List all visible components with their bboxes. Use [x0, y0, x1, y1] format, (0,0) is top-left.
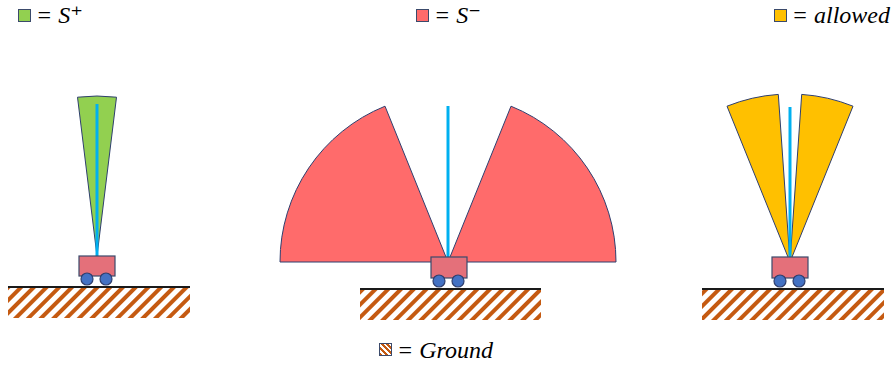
allowed-wedge [727, 94, 790, 262]
ground-line [702, 288, 884, 290]
legend-item: = S⁻ [416, 2, 481, 28]
unsafe-wedge [280, 106, 448, 262]
legend-hatch-swatch [379, 343, 392, 356]
legend-swatch [18, 9, 31, 22]
cart-wheel [81, 273, 93, 285]
cart-body [431, 257, 467, 278]
goal-wedge [78, 96, 117, 256]
cart-wheel [793, 275, 805, 287]
cart-wheel [433, 275, 445, 287]
pole [96, 104, 99, 257]
legend-text: = Ground [397, 337, 493, 363]
ground-hatch [360, 289, 541, 320]
pole [447, 106, 450, 258]
legend-text: = allowed [792, 2, 890, 28]
unsafe-wedge [448, 106, 616, 262]
legend-swatch [774, 9, 787, 22]
cart-wheel [100, 273, 112, 285]
ground-hatch [8, 287, 190, 318]
legend-swatch [416, 9, 429, 22]
legend-item: = S⁺ [18, 2, 83, 28]
allowed-wedge [790, 94, 853, 262]
legend-text: = S⁺ [36, 2, 83, 28]
legend-item: = Ground [379, 337, 493, 363]
cart-wheel [452, 275, 464, 287]
ground-line [8, 286, 190, 288]
legend-text: = S⁻ [434, 2, 481, 28]
ground-line [360, 288, 541, 290]
ground-hatch [702, 289, 884, 320]
pole [789, 107, 792, 258]
cart-wheel [774, 275, 786, 287]
cart-body [772, 257, 808, 278]
legend-item: = allowed [774, 2, 890, 28]
